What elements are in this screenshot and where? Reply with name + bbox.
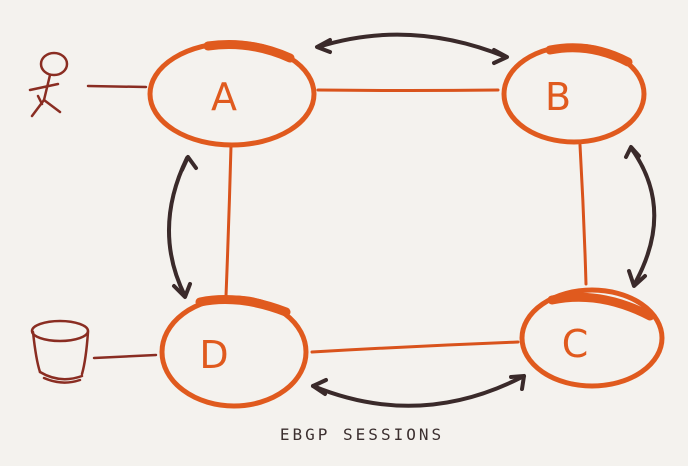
router-labels: A B C D bbox=[199, 75, 588, 377]
router-b bbox=[501, 43, 647, 145]
link-a-b bbox=[316, 88, 500, 92]
session-c-d bbox=[311, 374, 526, 408]
router-a bbox=[147, 40, 317, 148]
link-c-d bbox=[310, 340, 520, 354]
router-label-c: C bbox=[562, 322, 589, 366]
router-label-a: A bbox=[211, 75, 237, 119]
database-icon bbox=[30, 319, 90, 384]
link-d-a bbox=[224, 144, 233, 298]
diagram-caption: EBGP SESSIONS bbox=[280, 425, 444, 444]
attachment-line-d bbox=[92, 353, 158, 360]
links bbox=[224, 88, 588, 354]
user-icon bbox=[28, 51, 69, 118]
router-d bbox=[159, 295, 309, 409]
sessions bbox=[167, 32, 657, 408]
session-a-b bbox=[315, 32, 509, 65]
routers bbox=[147, 40, 665, 409]
session-b-c bbox=[624, 145, 657, 288]
attachments bbox=[28, 51, 158, 384]
router-c bbox=[519, 287, 665, 389]
session-d-a bbox=[167, 155, 198, 299]
attachment-line-a bbox=[86, 84, 148, 89]
link-b-c bbox=[578, 143, 588, 286]
router-label-d: D bbox=[199, 333, 228, 377]
router-label-b: B bbox=[545, 75, 571, 119]
